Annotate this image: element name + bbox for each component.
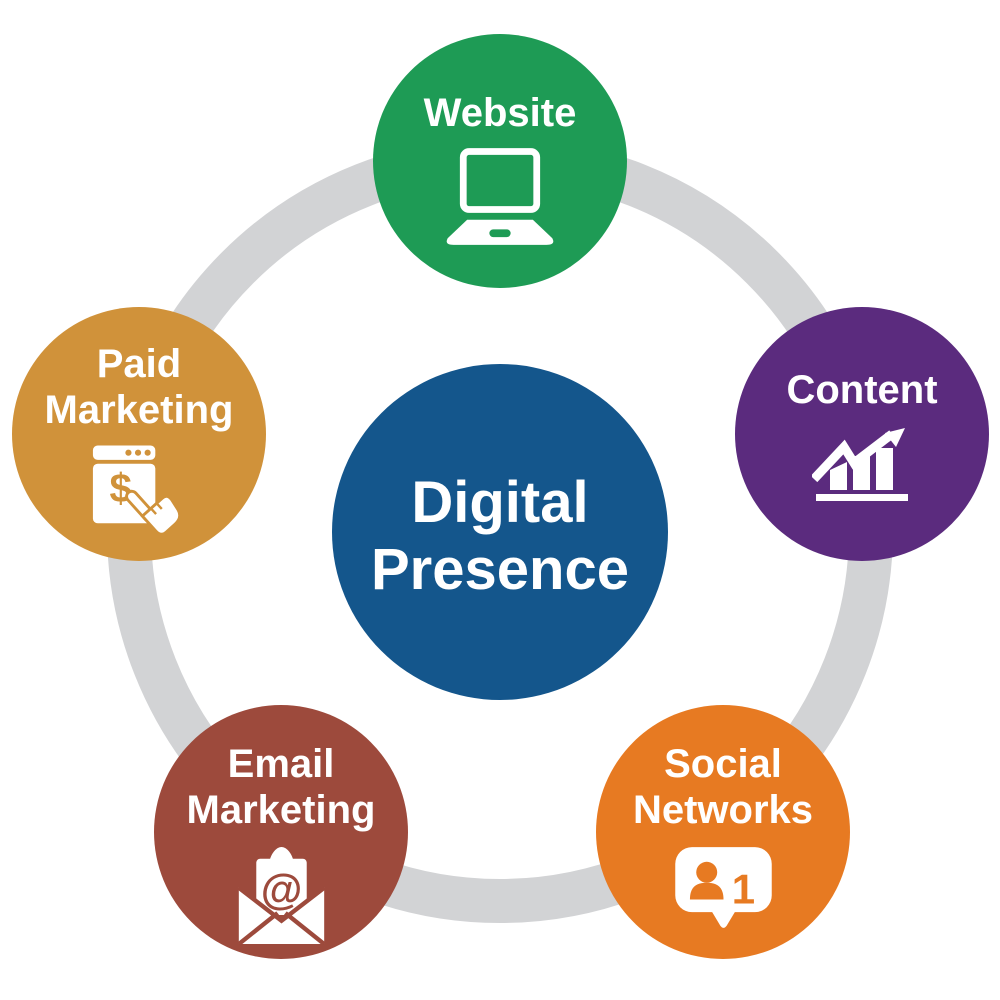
- notification-badge-icon: 1: [674, 847, 772, 928]
- node-content-label: Content: [786, 368, 938, 412]
- node-website-label: Website: [423, 91, 577, 135]
- node-website: Website: [373, 34, 627, 288]
- badge-count: 1: [731, 866, 754, 913]
- open-envelope-icon: @: [236, 847, 326, 946]
- growth-chart-icon: [812, 428, 908, 501]
- center-label: Digital Presence: [371, 469, 629, 602]
- node-social-networks-label: Social Networks: [632, 742, 814, 832]
- laptop-icon: [446, 148, 554, 245]
- node-content: Content: [735, 307, 989, 561]
- at-symbol: @: [260, 865, 302, 913]
- node-email-marketing: Email Marketing @: [154, 705, 408, 959]
- node-paid-marketing-label: Paid Marketing: [44, 342, 234, 432]
- node-social-networks: Social Networks 1: [596, 705, 850, 959]
- node-paid-marketing: Paid Marketing $: [12, 307, 266, 561]
- pay-per-click-icon: $: [92, 445, 182, 536]
- center-circle: Digital Presence: [332, 364, 668, 700]
- node-email-marketing-label: Email Marketing: [186, 742, 376, 832]
- dollar-symbol: $: [110, 465, 132, 511]
